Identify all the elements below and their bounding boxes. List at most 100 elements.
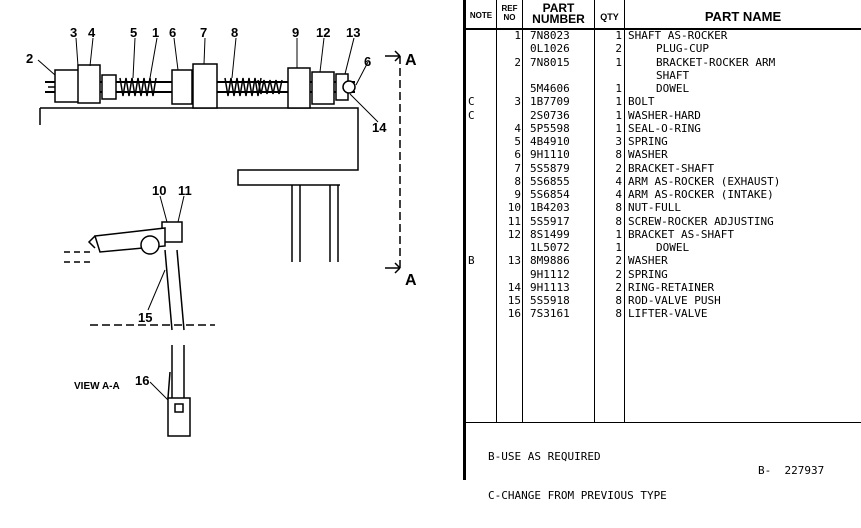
- header-ref-line2: NO: [503, 13, 516, 22]
- cell-part-name: WASHER: [628, 148, 668, 162]
- cell-part-name: BRACKET-ROCKER ARM: [656, 55, 776, 69]
- cell-qty: 1: [615, 241, 622, 254]
- callout-15: 15: [138, 310, 152, 325]
- table-row: 2 7N8015 1 BRACKET-ROCKER ARM: [466, 56, 861, 69]
- cell-part-number: 1B4203: [530, 201, 570, 215]
- cell-part-number: 7N8015: [530, 55, 570, 69]
- header-pn-line1: PART: [542, 1, 575, 15]
- cell-part-name: SHAFT: [656, 68, 690, 82]
- cell-part-name: NUT-FULL: [628, 201, 681, 215]
- callout-5: 5: [130, 25, 137, 40]
- cell-qty: 1: [615, 108, 622, 122]
- cell-part-number: 9H1110: [530, 148, 570, 162]
- cell-part-name: BOLT: [628, 95, 655, 109]
- cell-ref-no: 13: [507, 254, 521, 268]
- callout-11: 11: [178, 183, 192, 198]
- cell-ref-no: 10: [507, 201, 521, 215]
- cell-part-number: 9H1112: [530, 267, 570, 281]
- table-row: 9 5S6854 4 ARM AS-ROCKER (INTAKE): [466, 188, 861, 201]
- cell-ref-no: 6: [514, 148, 521, 162]
- cell-qty: 4: [615, 188, 622, 201]
- header-qty: QTY: [595, 0, 624, 30]
- cell-part-number: 9H1113: [530, 280, 570, 294]
- table-row: SHAFT: [466, 69, 861, 82]
- cell-part-name: SCREW-ROCKER ADJUSTING: [628, 214, 774, 228]
- cell-part-number: 5P5598: [530, 121, 570, 135]
- cell-part-number: 4B4910: [530, 135, 570, 148]
- cell-qty: 8: [615, 307, 622, 321]
- cell-qty: 8: [615, 214, 622, 228]
- cell-ref-no: 2: [514, 55, 521, 69]
- cell-ref-no: 5: [514, 135, 521, 148]
- section-marker-bottom: A: [405, 272, 417, 289]
- cell-part-name: DOWEL: [656, 82, 690, 95]
- cell-part-name: ROD-VALVE PUSH: [628, 294, 721, 307]
- cell-qty: 8: [615, 148, 622, 162]
- cell-part-name: SPRING: [628, 135, 668, 148]
- callout-12: 12: [316, 25, 330, 40]
- drawing-code: B- 227937: [758, 464, 825, 477]
- callout-13: 13: [346, 25, 360, 40]
- cell-ref-no: 1: [514, 29, 521, 42]
- header-part-number: PART NUMBER: [523, 0, 594, 30]
- cell-qty: 1: [615, 82, 622, 95]
- header-pn-line2: NUMBER: [532, 12, 585, 26]
- cell-ref-no: 8: [514, 174, 521, 188]
- cell-part-name: PLUG-CUP: [656, 42, 709, 56]
- callout-3: 3: [70, 25, 77, 40]
- cell-ref-no: 9: [514, 188, 521, 201]
- cell-part-name: WASHER: [628, 254, 668, 268]
- cell-qty: 1: [615, 55, 622, 69]
- cell-part-name: BRACKET AS-SHAFT: [628, 227, 734, 241]
- table-row: 6 9H1110 8 WASHER: [466, 148, 861, 161]
- cell-qty: 8: [615, 201, 622, 215]
- cell-part-number: 1B7709: [530, 95, 570, 109]
- callout-16: 16: [135, 373, 149, 388]
- cell-part-name: ARM AS-ROCKER (INTAKE): [628, 188, 774, 201]
- cell-part-name: BRACKET-SHAFT: [628, 161, 715, 175]
- cell-part-number: 8M9886: [530, 254, 570, 268]
- cell-part-number: 5S6854: [530, 188, 570, 201]
- cell-part-name: WASHER-HARD: [628, 108, 701, 122]
- cell-part-name: LIFTER-VALVE: [628, 307, 708, 321]
- cell-note: B: [468, 254, 475, 268]
- cell-part-number: 5M4606: [530, 82, 570, 95]
- cell-part-number: 5S5879: [530, 161, 570, 175]
- cell-qty: 2: [615, 267, 622, 281]
- callout-10: 10: [152, 183, 166, 198]
- cell-ref-no: 11: [507, 214, 521, 228]
- callout-2: 2: [26, 51, 33, 66]
- callout-1: 1: [152, 25, 159, 40]
- cell-part-number: 7S3161: [530, 307, 570, 321]
- callout-8: 8: [231, 25, 238, 40]
- notes-rule: [466, 422, 861, 423]
- cell-ref-no: 3: [514, 95, 521, 109]
- note-c: C-CHANGE FROM PREVIOUS TYPE: [488, 489, 667, 502]
- table-row: 10 1B4203 8 NUT-FULL: [466, 201, 861, 214]
- cell-part-number: 8S1499: [530, 227, 570, 241]
- cell-ref-no: 14: [507, 280, 521, 294]
- cell-ref-no: 4: [514, 121, 521, 135]
- header-note: NOTE: [466, 0, 496, 30]
- column-rule-qty: [624, 0, 625, 422]
- cell-ref-no: 15: [507, 294, 521, 307]
- cell-ref-no: 7: [514, 161, 521, 175]
- cell-part-number: 0L1026: [530, 42, 570, 56]
- cell-part-name: SEAL-O-RING: [628, 121, 701, 135]
- callout-4: 4: [88, 25, 96, 40]
- cell-qty: 2: [615, 161, 622, 175]
- column-rule-ref: [522, 0, 523, 422]
